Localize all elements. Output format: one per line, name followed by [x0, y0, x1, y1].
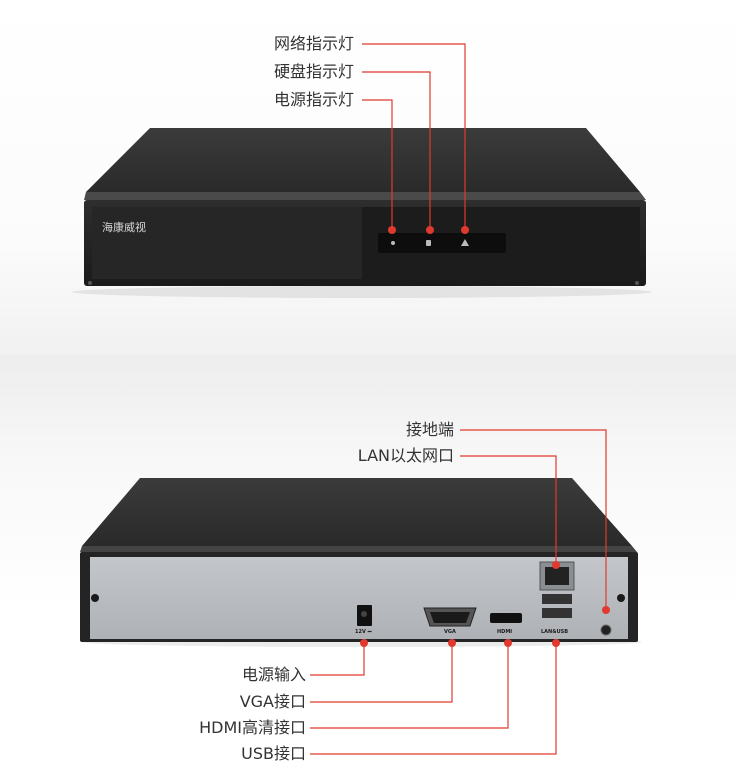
lan-usb-silkscreen: LAN&USB	[541, 629, 569, 635]
brand-logo: 海康威视	[102, 216, 180, 238]
front-device	[72, 128, 652, 298]
hdd-led-callout-line	[362, 71, 431, 230]
ground-callout-line	[460, 429, 607, 610]
hdd-led-icon	[426, 240, 431, 246]
lan-label: LAN以太网口	[357, 446, 454, 465]
network-led-icon	[461, 239, 469, 246]
usb-label: USB接口	[241, 744, 306, 763]
power-silkscreen: 12V ⎓	[355, 629, 372, 635]
power-led-callout-line	[362, 99, 393, 230]
hdd-led-marker	[426, 226, 434, 234]
lan-callout-line	[460, 455, 557, 565]
hdd-led-label: 硬盘指示灯	[273, 62, 354, 81]
power-input-callout-line	[310, 643, 365, 676]
lan-marker	[552, 561, 560, 569]
brand-logo-text: 海康威视	[102, 221, 146, 234]
power-led-label: 电源指示灯	[273, 90, 354, 109]
power-input-marker	[360, 639, 368, 647]
ground-terminal	[600, 624, 612, 636]
hdmi-silkscreen: HDMI	[497, 629, 513, 635]
network-led-marker	[461, 226, 469, 234]
usb-callout-line	[310, 643, 557, 755]
power-input-label: 电源输入	[241, 665, 306, 684]
vga-silkscreen: VGA	[444, 629, 456, 635]
hdmi-marker	[504, 639, 512, 647]
hdmi-port	[490, 613, 522, 623]
usb-marker	[552, 639, 560, 647]
power-led-marker	[388, 226, 396, 234]
hdmi-callout-line	[310, 643, 509, 729]
ground-marker	[602, 606, 610, 614]
ground-label: 接地端	[405, 420, 454, 439]
power-led-icon	[391, 241, 395, 245]
usb-port-upper	[542, 594, 572, 604]
hdmi-label: HDMI高清接口	[199, 718, 306, 737]
network-led-label: 网络指示灯	[273, 34, 354, 53]
vga-callout-line	[310, 643, 453, 703]
vga-label: VGA接口	[239, 692, 306, 711]
usb-port-lower	[542, 608, 572, 618]
network-led-callout-line	[362, 43, 466, 230]
vga-marker	[448, 639, 456, 647]
